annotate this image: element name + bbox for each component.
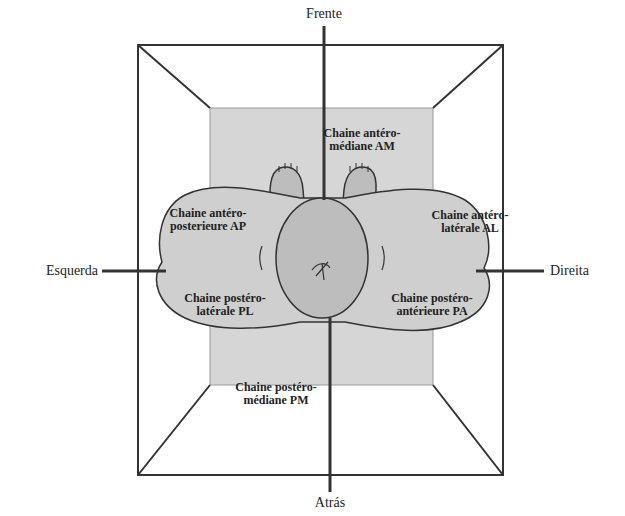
chain-label: Chaine antéro-médiane AM <box>320 127 404 153</box>
chain-label: Chaine postéro-antérieure PA <box>383 292 481 318</box>
chain-label: Chaine postéro-médiane PM <box>232 381 321 407</box>
chain-label: Chaine antéro-latérale AL <box>431 209 510 235</box>
perspective-box <box>138 45 503 475</box>
direction-label: Atrás <box>315 495 345 511</box>
head-marks <box>260 246 385 280</box>
chain-label: Chaine postéro-latérale PL <box>183 292 267 318</box>
head <box>276 198 368 318</box>
axis-lines <box>102 26 544 492</box>
direction-label: Direita <box>550 263 589 279</box>
direction-label: Esquerda <box>46 263 98 279</box>
direction-label: Frente <box>306 6 342 22</box>
chain-label: Chaine antéro-posterieure AP <box>159 207 257 233</box>
